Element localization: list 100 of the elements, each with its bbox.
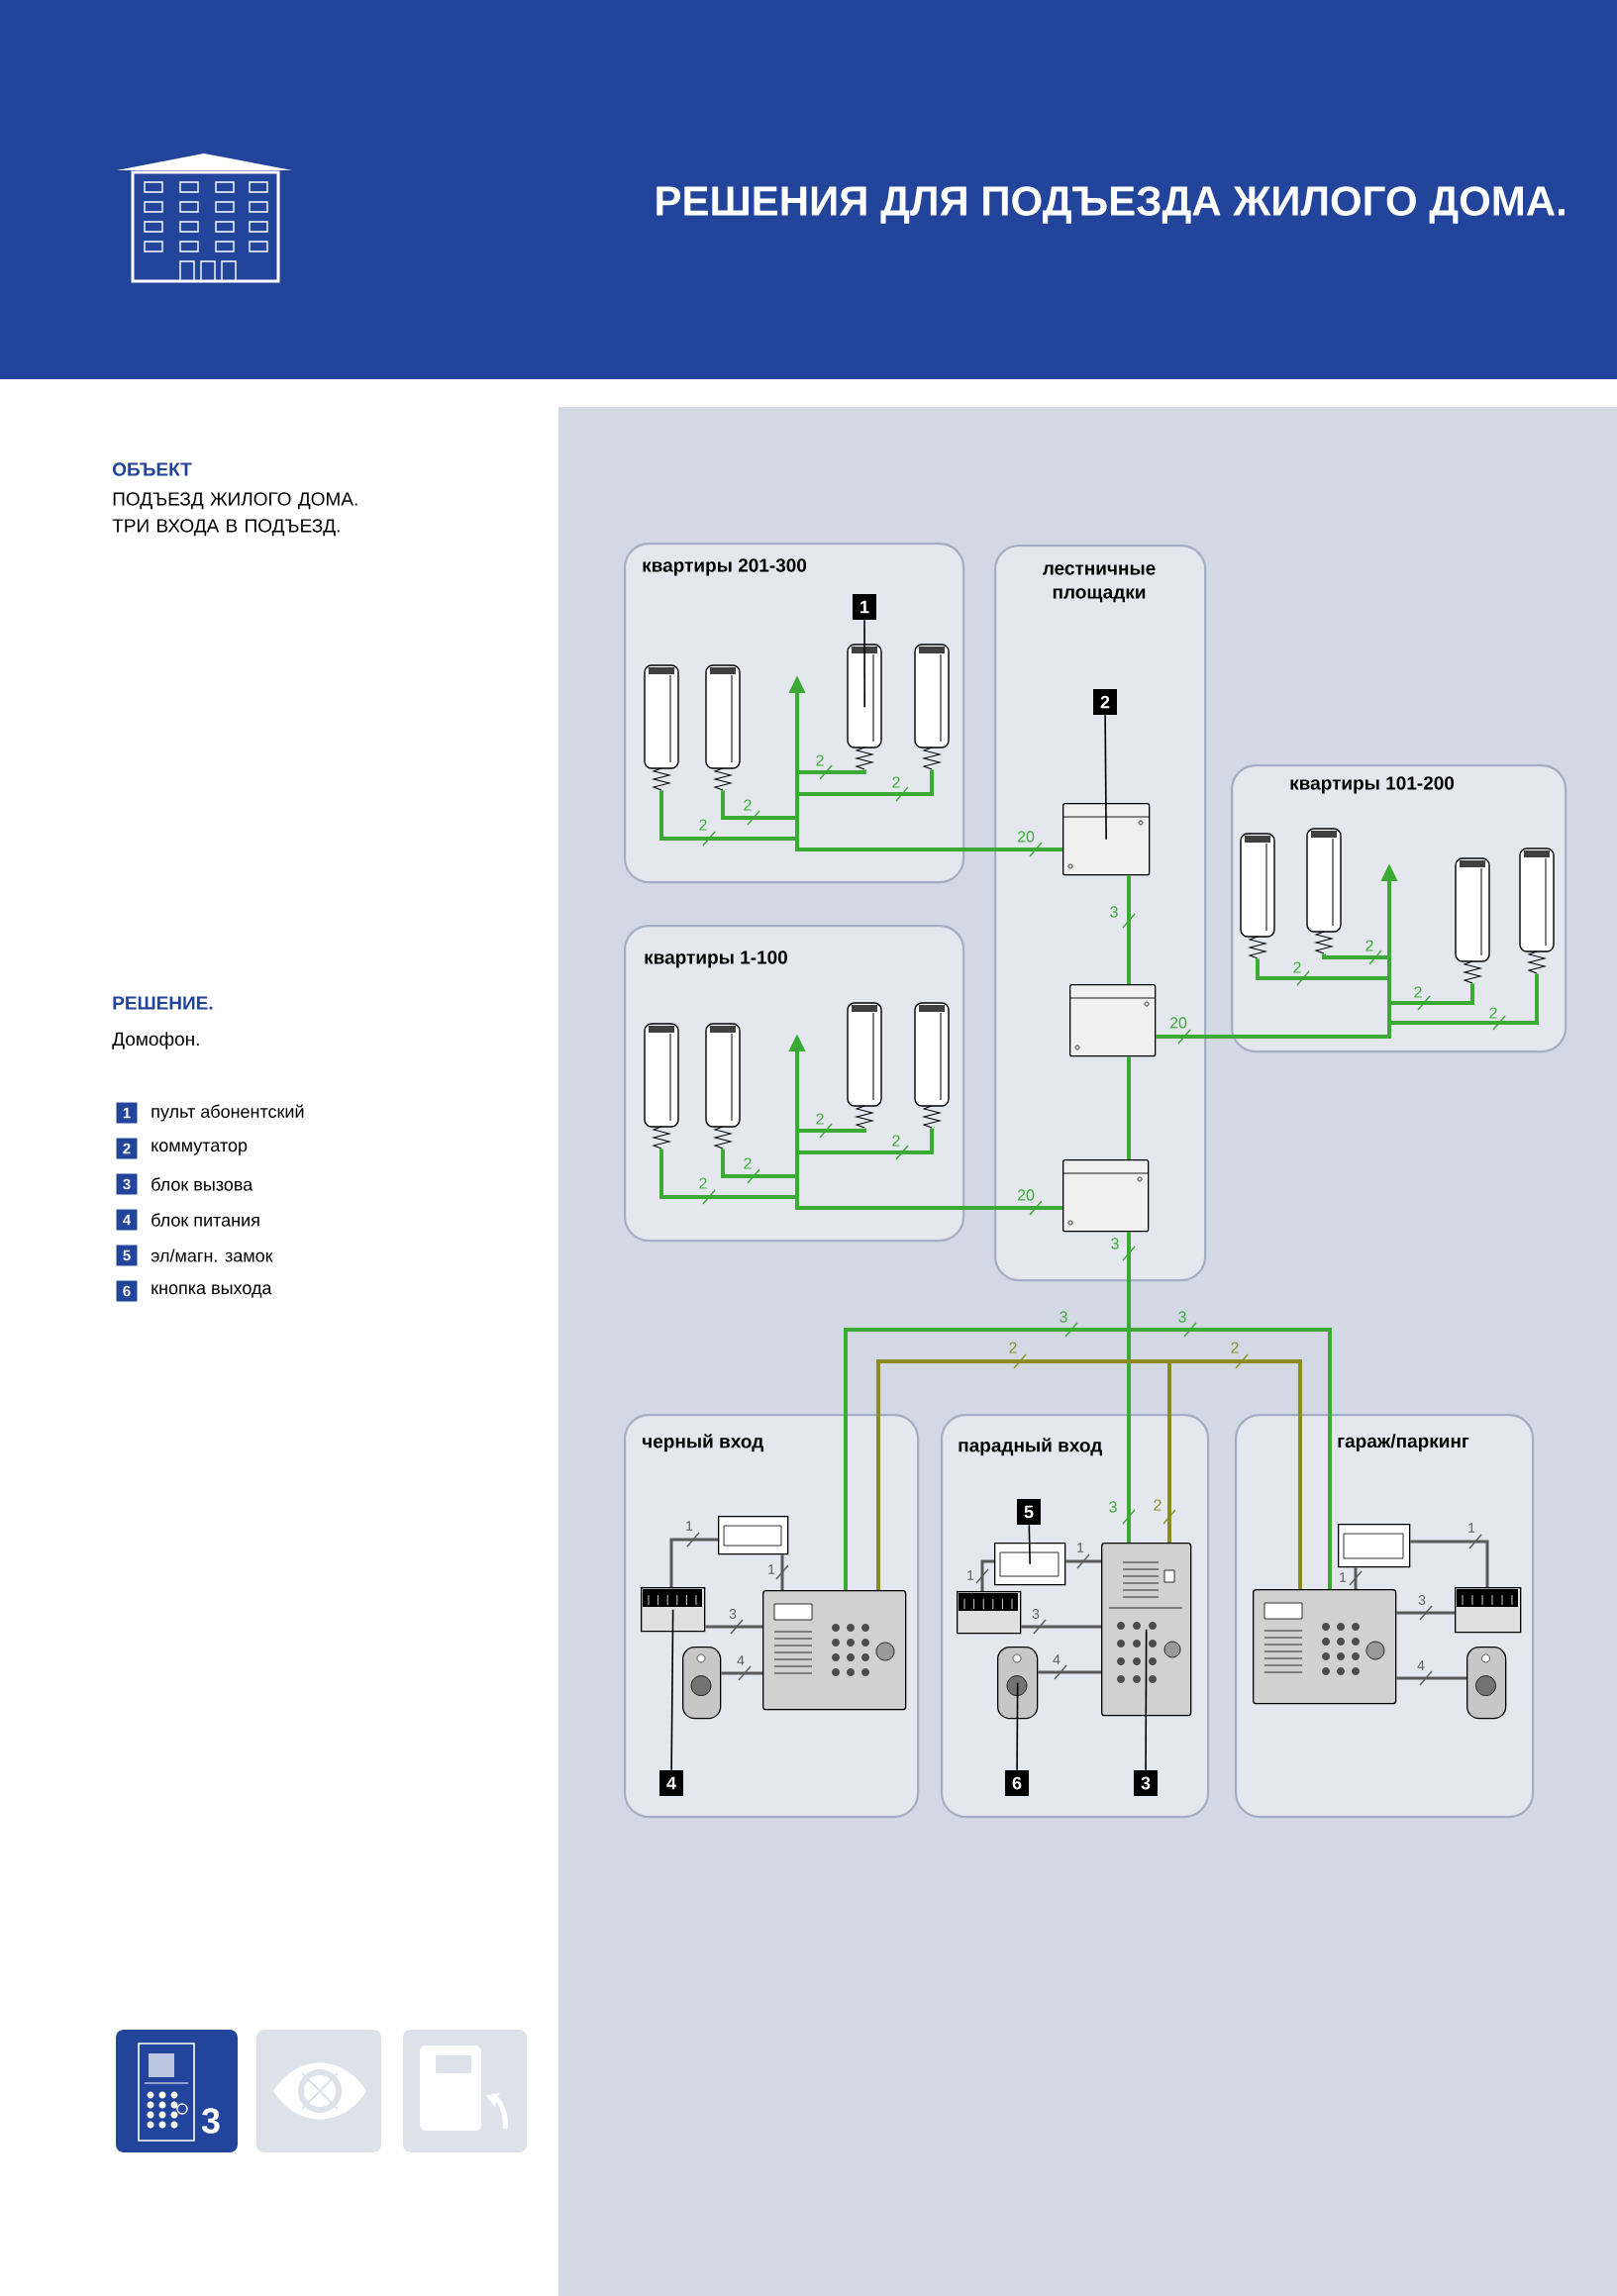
handset-drawing	[644, 1023, 679, 1149]
edge-label: 20	[1017, 1189, 1035, 1201]
list-number: 5	[116, 1245, 138, 1266]
wire	[1127, 1056, 1131, 1159]
edge-label: 1	[1468, 1523, 1475, 1533]
exit-button-drawing	[997, 1647, 1039, 1720]
edge-label: 20	[1169, 1017, 1187, 1029]
edge-label: 2	[892, 776, 900, 788]
edge-label: 1	[768, 1564, 775, 1574]
edge-label: 1	[1077, 1543, 1084, 1552]
edge-label: 3	[1111, 1238, 1119, 1249]
list-number: 4	[116, 1209, 138, 1231]
tile-number: 3	[201, 2108, 220, 2134]
wire	[1021, 1619, 1101, 1635]
switch-box-drawing	[1068, 984, 1157, 1057]
switch-box-drawing	[1061, 1159, 1150, 1233]
handset-drawing	[1455, 857, 1490, 984]
edge-label: 2	[744, 1157, 752, 1169]
list-item-text: пульт абонентский	[152, 1104, 304, 1122]
magnetic-lock-drawing	[994, 1543, 1066, 1586]
handset-drawing	[1306, 828, 1342, 954]
switch-box-drawing	[1061, 803, 1151, 876]
power-supply-drawing	[957, 1591, 1022, 1635]
section-heading: ОБЪЕКТ	[113, 462, 192, 476]
list-item-text: блок питания	[152, 1213, 259, 1227]
edge-label: 2	[892, 1135, 900, 1147]
handset-drawing	[1240, 833, 1275, 959]
callout-number: 2	[1093, 689, 1117, 715]
list-number: 2	[116, 1138, 138, 1159]
edge-label: 2	[816, 754, 824, 766]
wire	[1065, 1553, 1101, 1569]
callout-number: 5	[1017, 1499, 1041, 1525]
list-item-text: блок вызова	[152, 1177, 253, 1191]
edge-label: 3	[1060, 1311, 1067, 1323]
list-item-text: кнопка выхода	[152, 1284, 272, 1298]
edge-label: 2	[744, 799, 752, 811]
list-number: 6	[116, 1280, 138, 1302]
handset-drawing	[914, 644, 950, 770]
wire	[1038, 1664, 1101, 1680]
handset-drawing	[705, 664, 741, 791]
callout-number: 4	[659, 1770, 683, 1796]
callout-number: 6	[1005, 1770, 1029, 1796]
wire	[1396, 1670, 1466, 1686]
leader-line	[1104, 714, 1107, 841]
edge-label: 2	[1489, 1007, 1497, 1019]
wire	[669, 1532, 718, 1587]
wire	[721, 1665, 762, 1681]
description-text: Домофон.	[112, 1032, 199, 1049]
wire	[775, 1554, 789, 1590]
list-number: 3	[116, 1173, 138, 1195]
description-text: ПОДЪЕЗД ЖИЛОГО ДОМА. ТРИ ВХОДА В ПОДЪЕЗД.	[112, 492, 357, 537]
edge-label: 2	[699, 819, 707, 831]
call-panel-drawing	[1253, 1589, 1397, 1705]
handset-drawing	[847, 1002, 882, 1129]
edge-label: 2	[816, 1113, 824, 1125]
handset-drawing	[644, 664, 679, 791]
exit-button-drawing	[682, 1647, 722, 1720]
edge-label: 3	[1110, 906, 1118, 918]
edge-label: 4	[1053, 1654, 1061, 1664]
page-title: РЕШЕНИЯ ДЛЯ ПОДЪЕЗДА ЖИЛОГО ДОМА.	[657, 186, 1565, 224]
magnetic-lock-drawing	[1338, 1524, 1411, 1568]
edge-label: 2	[1414, 986, 1422, 998]
edge-label: 3	[729, 1609, 737, 1619]
wire	[1410, 1534, 1489, 1587]
edge-label: 3	[1178, 1311, 1186, 1323]
edge-label: 2	[699, 1177, 707, 1189]
call-panel-drawing	[762, 1590, 907, 1711]
wire-count-label: 2	[1154, 1499, 1176, 1525]
handset-drawing	[1519, 848, 1555, 974]
list-item-text: коммутатор	[152, 1142, 248, 1155]
leader-line	[1016, 1681, 1019, 1771]
edge-label: 2	[1231, 1342, 1239, 1353]
handset-drawing	[847, 644, 882, 770]
edge-label: 1	[967, 1570, 974, 1580]
edge-label: 1	[1340, 1572, 1347, 1582]
leader-line	[670, 1608, 674, 1771]
edge-label: 2	[1293, 961, 1301, 973]
callout-number: 3	[1134, 1770, 1158, 1796]
wire	[1396, 1605, 1455, 1621]
edge-label: 1	[686, 1521, 693, 1531]
wire	[1122, 875, 1136, 984]
list-number: 1	[116, 1102, 138, 1124]
wire-count-label: 3	[1109, 1501, 1136, 1525]
exit-button-drawing	[1466, 1647, 1507, 1720]
wire	[1167, 1353, 1302, 1589]
edge-label: 3	[1418, 1595, 1426, 1605]
wire	[1127, 1232, 1332, 1589]
edge-label: 2	[1365, 940, 1373, 951]
leader-line	[1145, 1628, 1148, 1771]
call-panel-drawing	[1101, 1543, 1192, 1717]
leader-line	[1028, 1524, 1031, 1565]
wire	[975, 1559, 994, 1591]
power-supply-drawing	[641, 1587, 706, 1633]
wire	[705, 1619, 762, 1635]
wire	[1349, 1567, 1363, 1589]
handset-drawing	[914, 1002, 950, 1129]
handset-drawing	[705, 1023, 741, 1149]
edge-label: 4	[737, 1655, 745, 1665]
magnetic-lock-drawing	[718, 1516, 789, 1555]
edge-label: 4	[1417, 1660, 1425, 1670]
